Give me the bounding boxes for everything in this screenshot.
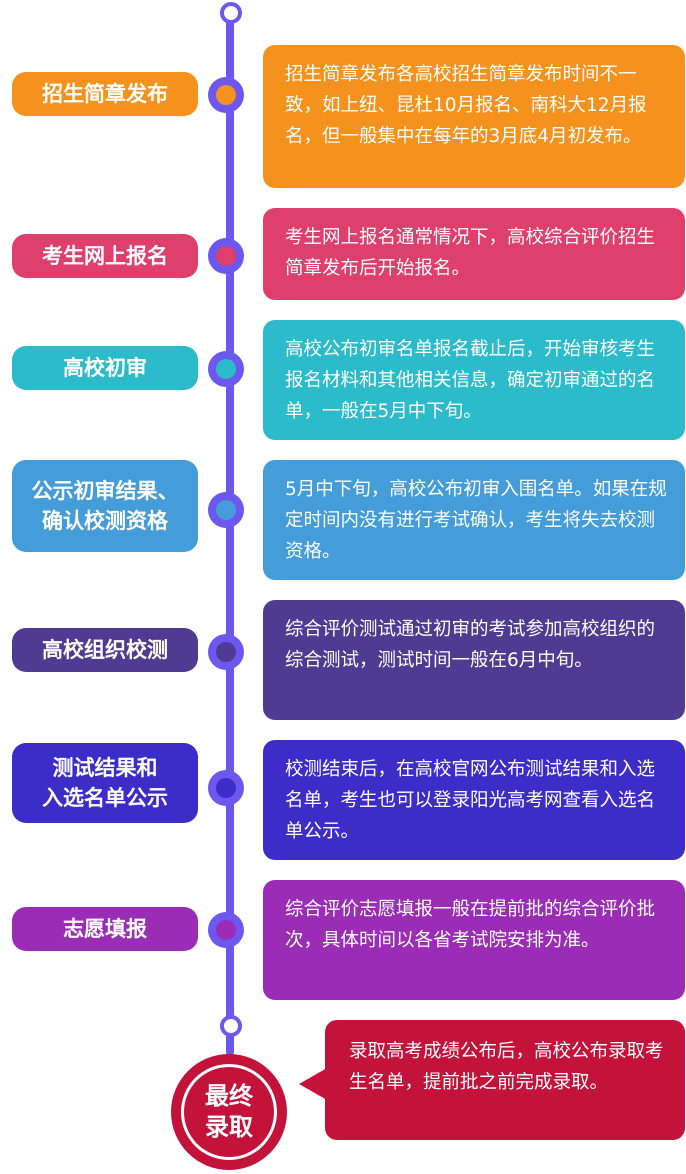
timeline-node [208,77,244,113]
stage-desc-card: 综合评价测试通过初审的考试参加高校组织的综合测试，测试时间一般在6月中旬。 [263,600,685,720]
timeline-start-ring [220,2,242,24]
stage-label-results-publicity: 测试结果和 入选名单公示 [12,743,198,823]
stage-desc-card: 综合评价志愿填报一般在提前批的综合评价批次，具体时间以各省考试院安排为准。 [263,880,685,1000]
timeline-node [208,492,244,528]
timeline-line [226,18,234,1056]
stage-label-publish-review-results: 公示初审结果、 确认校测资格 [12,460,198,552]
stage-label-school-exam: 高校组织校测 [12,628,198,672]
final-admission-badge: 最终 录取 [171,1054,287,1170]
stage-label-recruitment-brochure: 招生简章发布 [12,72,198,116]
final-badge-ring: 最终 录取 [181,1064,277,1160]
final-admission-card: 录取高考成绩公布后，高校公布录取考生名单，提前批之前完成录取。 [299,1020,685,1140]
final-badge-label: 最终 录取 [205,1082,253,1141]
timeline-node [208,238,244,274]
timeline-node [208,634,244,670]
stage-label-online-registration: 考生网上报名 [12,234,198,278]
timeline-node [208,351,244,387]
stage-desc-card: 高校公布初审名单报名截止后，开始审核考生报名材料和其他相关信息，确定初审通过的名… [263,320,685,440]
final-admission-text: 录取高考成绩公布后，高校公布录取考生名单，提前批之前完成录取。 [349,1041,664,1093]
timeline-node [208,770,244,806]
stage-desc-card: 5月中下旬，高校公布初审入围名单。如果在规定时间内没有进行考试确认，考生将失去校… [263,460,685,580]
timeline-end-ring [220,1015,242,1037]
stage-desc-card: 校测结束后，在高校官网公布测试结果和入选名单，考生也可以登录阳光高考网查看入选名… [263,740,685,860]
stage-desc-card: 招生简章发布各高校招生简章发布时间不一致，如上纽、昆杜10月报名、南科大12月报… [263,45,685,188]
stage-label-application: 志愿填报 [12,907,198,951]
stage-desc-card: 考生网上报名通常情况下，高校综合评价招生简章发布后开始报名。 [263,208,685,300]
final-card-tail [299,1068,327,1100]
timeline-node [208,912,244,948]
stage-label-initial-review: 高校初审 [12,346,198,390]
